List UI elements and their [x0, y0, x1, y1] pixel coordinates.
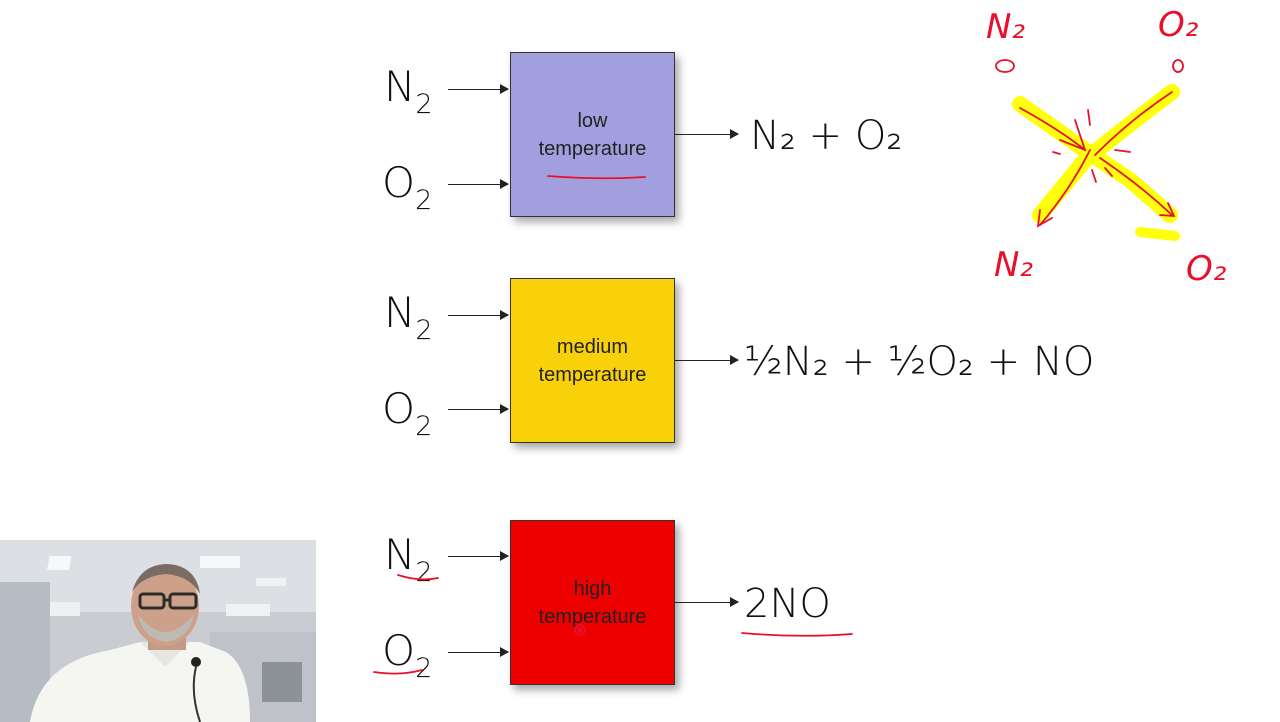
box-label-line2: temperature [538, 137, 647, 160]
box-label-line1: low [577, 109, 608, 132]
arrow-in-o2-row2 [448, 404, 509, 414]
presenter-webcam [0, 540, 316, 722]
arrow-out-row2 [675, 355, 739, 365]
reactant-o2-row3: O2 [382, 626, 433, 684]
reactant-n2-row2: N2 [384, 288, 433, 346]
reactant-o2-row1: O2 [382, 158, 433, 216]
box-low-temperature: low temperature [510, 52, 675, 217]
reactant-n2-row3: N2 [384, 530, 433, 588]
ink-label-bottom-right: O₂ [1186, 249, 1227, 289]
arrow-in-o2-row1 [448, 179, 509, 189]
reactant-o2-row2: O2 [382, 384, 433, 442]
box-high-temperature: high temperature [510, 520, 675, 685]
box-label-line2: temperature [538, 363, 647, 386]
highlighter-strokes [1012, 84, 1180, 241]
product-row3: 2NO [744, 581, 831, 627]
product-row2: ½N₂ + ½O₂ + NO [744, 339, 1095, 385]
arrow-in-n2-row1 [448, 84, 509, 94]
ink-label-top-right: O₂ [1158, 5, 1199, 45]
box-label-line1: medium [556, 335, 629, 358]
reactant-n2-row1: N2 [384, 62, 433, 120]
arrow-out-row1 [675, 129, 739, 139]
product-row1: N₂ + O₂ [750, 113, 903, 159]
arrow-in-n2-row3 [448, 551, 509, 561]
box-label-line1: high [573, 577, 612, 600]
ink-label-bottom-left: N₂ [994, 245, 1033, 285]
presenter-video-frame [0, 542, 316, 722]
arrow-out-row3 [675, 597, 739, 607]
ink-label-top-left: N₂ [986, 7, 1025, 47]
pen-labels: N₂ O₂ N₂ O₂ [986, 5, 1227, 289]
arrow-in-n2-row2 [448, 310, 509, 320]
arrow-in-o2-row3 [448, 647, 509, 657]
box-medium-temperature: medium temperature [510, 278, 675, 443]
box-label-line2: temperature [538, 605, 647, 628]
